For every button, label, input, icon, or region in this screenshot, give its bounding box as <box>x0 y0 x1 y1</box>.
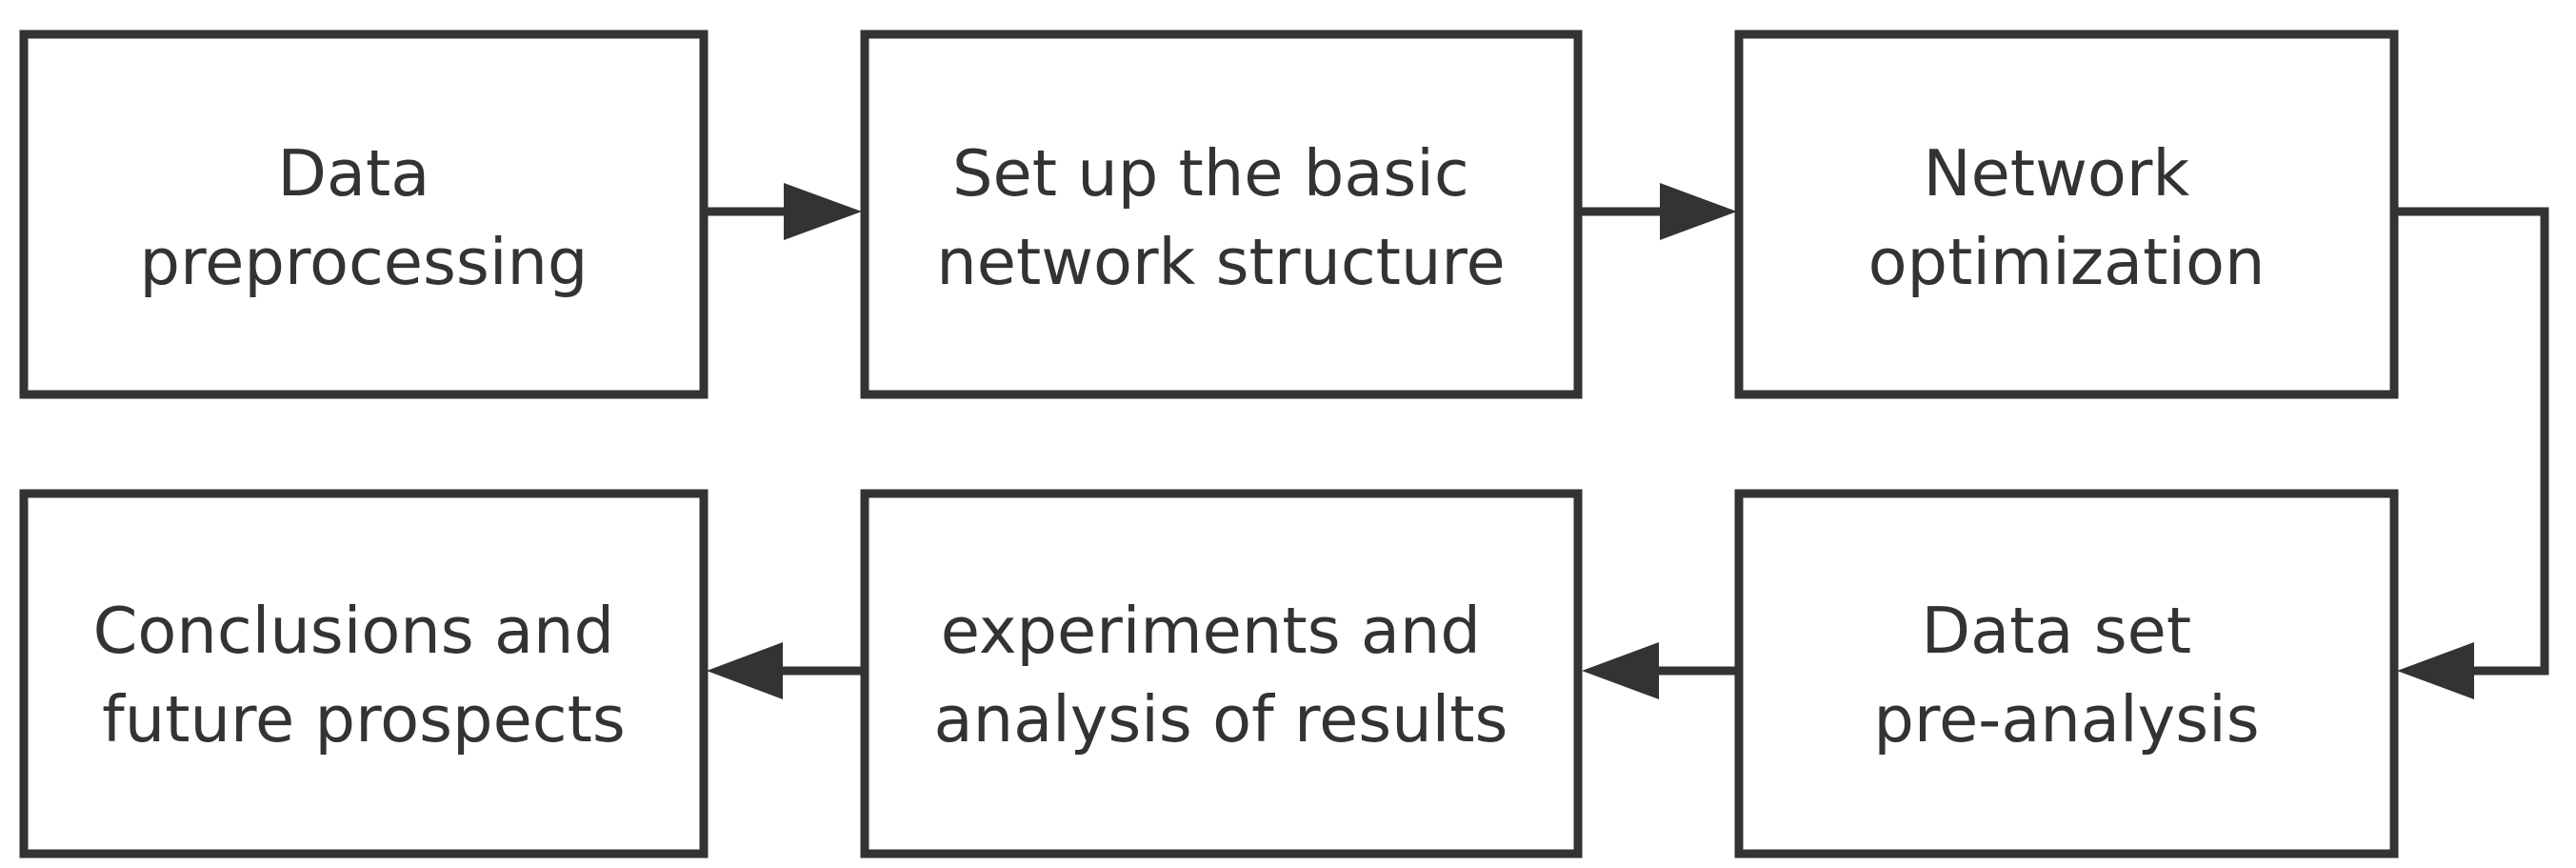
node-label-line: experiments and <box>941 594 1481 668</box>
node-label-line: Data set <box>1922 594 2192 668</box>
svg-text:Conclusions and future p: Conclusions and future prospects <box>93 594 635 757</box>
node-label-line: Set up the basic <box>952 136 1469 211</box>
svg-text:experiments and analysis: experiments and analysis of results <box>934 594 1508 757</box>
node-conclusions: Conclusions and future prospects <box>19 489 709 858</box>
node-label-line: Conclusions and <box>93 594 614 668</box>
node-label-line: Data <box>277 136 429 211</box>
svg-text:Set up the basic network: Set up the basic network structure <box>936 136 1505 299</box>
node-label-line: Network <box>1923 136 2189 211</box>
arrow-left-icon <box>2397 642 2474 699</box>
node-label-line: analysis of results <box>934 682 1508 757</box>
node-basic-network: Set up the basic network structure <box>860 30 1583 399</box>
node-label-line: network structure <box>936 225 1505 299</box>
edge-preanalysis-to-experiments <box>1582 642 1735 699</box>
node-label-line: pre-analysis <box>1873 682 2259 757</box>
edge-basic-network-to-optimization <box>1582 183 1737 240</box>
svg-text:Data set pre-analysis: Data set pre-analysis <box>1873 594 2259 757</box>
node-label-line: optimization <box>1868 225 2266 299</box>
node-label-line: preprocessing <box>140 225 589 299</box>
edge-experiments-to-conclusions <box>707 642 861 699</box>
node-data-preprocessing: Data preprocessing <box>19 30 709 399</box>
edge-preprocessing-to-basic-network <box>708 183 862 240</box>
node-network-optimization: Network optimization <box>1734 30 2399 399</box>
node-experiments-results: experiments and analysis of results <box>860 489 1583 858</box>
arrow-left-icon <box>707 642 783 699</box>
svg-text:Data preprocessing: Data preprocessing <box>140 136 589 299</box>
arrow-right-icon <box>1660 183 1737 240</box>
node-label-line: future prospects <box>102 682 626 757</box>
svg-text:Network optimization: Network optimization <box>1868 136 2266 299</box>
edge-optimization-to-preanalysis <box>2397 207 2549 699</box>
arrow-left-icon <box>1582 642 1659 699</box>
arrow-right-icon <box>784 183 862 240</box>
node-dataset-preanalysis: Data set pre-analysis <box>1734 489 2399 858</box>
